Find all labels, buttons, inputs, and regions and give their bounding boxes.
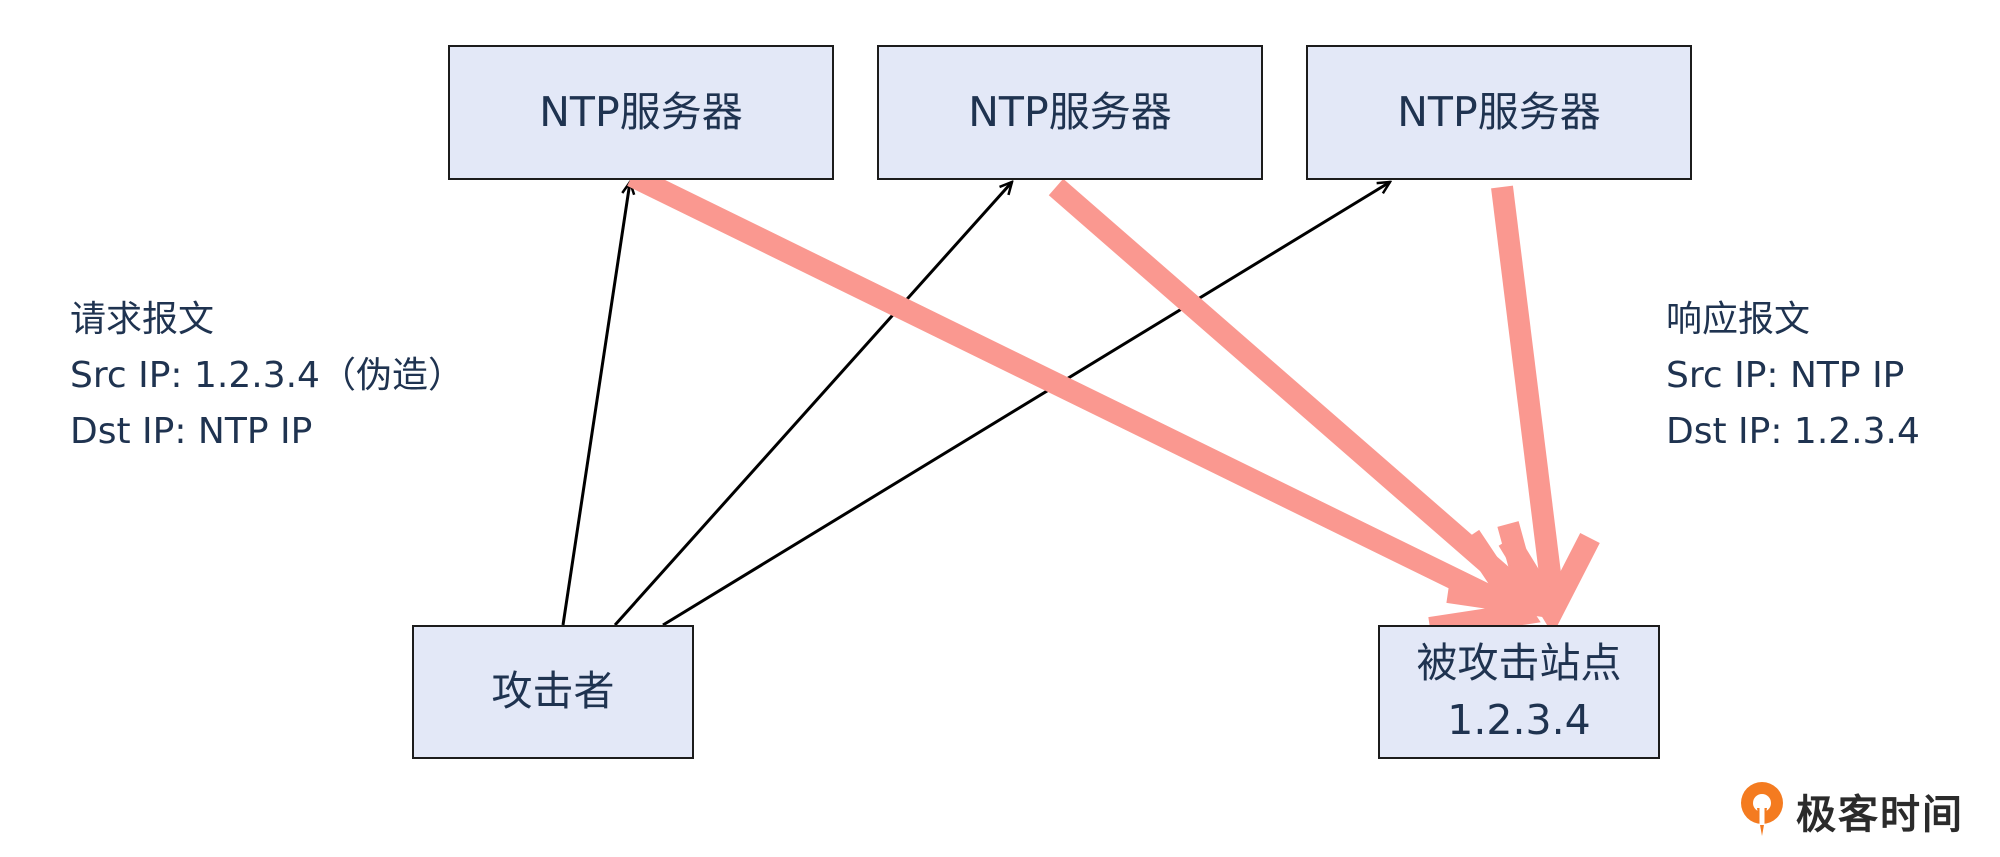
ntp-server-box-1: NTP服务器: [448, 45, 834, 180]
attacker-label: 攻击者: [491, 667, 615, 716]
response-arrow-2: [1048, 178, 1538, 609]
brand-name: 极客时间: [1796, 792, 1964, 838]
request-arrow-2: [613, 182, 1012, 627]
victim-box: 被攻击站点 1.2.3.4: [1378, 625, 1660, 759]
ntp-server-label-2: NTP服务器: [968, 87, 1172, 136]
ntp-server-box-2: NTP服务器: [877, 45, 1263, 180]
request-annotation: 请求报文 Src IP: 1.2.3.4（伪造） Dst IP: NTP IP: [70, 292, 464, 460]
request-arrow-1: [561, 182, 630, 626]
victim-ip: 1.2.3.4: [1447, 696, 1591, 744]
brand-watermark: 极客时间: [1736, 778, 1964, 844]
response-dst-ip: Dst IP: 1.2.3.4: [1666, 411, 1920, 452]
request-dst-ip: Dst IP: NTP IP: [70, 411, 313, 452]
victim-label: 被攻击站点: [1416, 638, 1622, 687]
request-title: 请求报文: [70, 299, 215, 340]
response-src-ip: Src IP: NTP IP: [1666, 355, 1905, 396]
response-arrow-3-head: [1498, 532, 1600, 635]
response-annotation: 响应报文 Src IP: NTP IP Dst IP: 1.2.3.4: [1666, 292, 1920, 460]
request-src-ip: Src IP: 1.2.3.4（伪造）: [70, 355, 464, 396]
ntp-server-label-1: NTP服务器: [539, 87, 743, 136]
attacker-box: 攻击者: [412, 625, 694, 759]
geektime-logo-icon: [1736, 778, 1788, 844]
ntp-server-box-3: NTP服务器: [1306, 45, 1692, 180]
response-arrow-1: [627, 166, 1523, 620]
response-title: 响应报文: [1666, 299, 1811, 340]
ntp-server-label-3: NTP服务器: [1397, 87, 1601, 136]
request-arrow-3: [662, 182, 1390, 627]
response-arrow-3: [1491, 185, 1565, 608]
